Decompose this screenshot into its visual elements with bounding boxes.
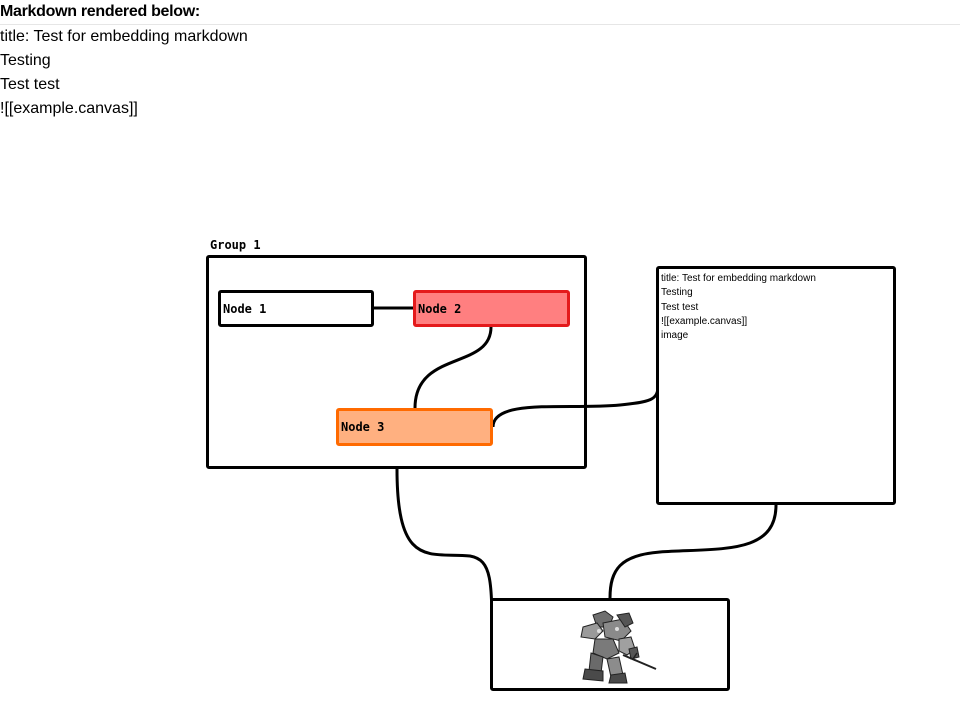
edge-embed-image: [608, 504, 778, 599]
canvas-node-2[interactable]: Node 2: [413, 290, 570, 327]
embed-line-title: title: Test for embedding markdown: [661, 273, 816, 284]
edge-group-image: [395, 468, 494, 646]
node-3-label: Node 3: [341, 420, 385, 434]
markdown-line-embed: ![[example.canvas]]: [0, 100, 138, 117]
group-label: Group 1: [210, 238, 261, 252]
markdown-line-test-test: Test test: [0, 76, 60, 93]
heading-divider: [0, 24, 960, 25]
edge-node3-embed: [491, 385, 660, 428]
markdown-line-testing: Testing: [0, 52, 51, 69]
node-2-label: Node 2: [418, 301, 462, 316]
canvas-node-1[interactable]: Node 1: [218, 290, 374, 327]
node-1-label: Node 1: [223, 301, 267, 316]
image-node[interactable]: [490, 598, 730, 691]
robot-mech-icon: [580, 610, 657, 684]
markdown-line-title: title: Test for embedding markdown: [0, 28, 248, 45]
embed-line-canvas: ![[example.canvas]]: [661, 315, 748, 327]
canvas-node-3[interactable]: Node 3: [336, 408, 493, 446]
embedded-markdown-node[interactable]: title: Test for embedding markdown Testi…: [656, 266, 896, 505]
page-heading: Markdown rendered below:: [0, 3, 200, 20]
embed-line-testing: Testing: [661, 287, 693, 299]
embedded-markdown-content: title: Test for embedding markdown Testi…: [661, 272, 816, 343]
group-1-box[interactable]: [206, 255, 587, 469]
edge-node2-node3: [413, 326, 493, 409]
embed-line-test-test: Test test: [661, 301, 699, 313]
embed-line-image: image: [661, 330, 689, 342]
